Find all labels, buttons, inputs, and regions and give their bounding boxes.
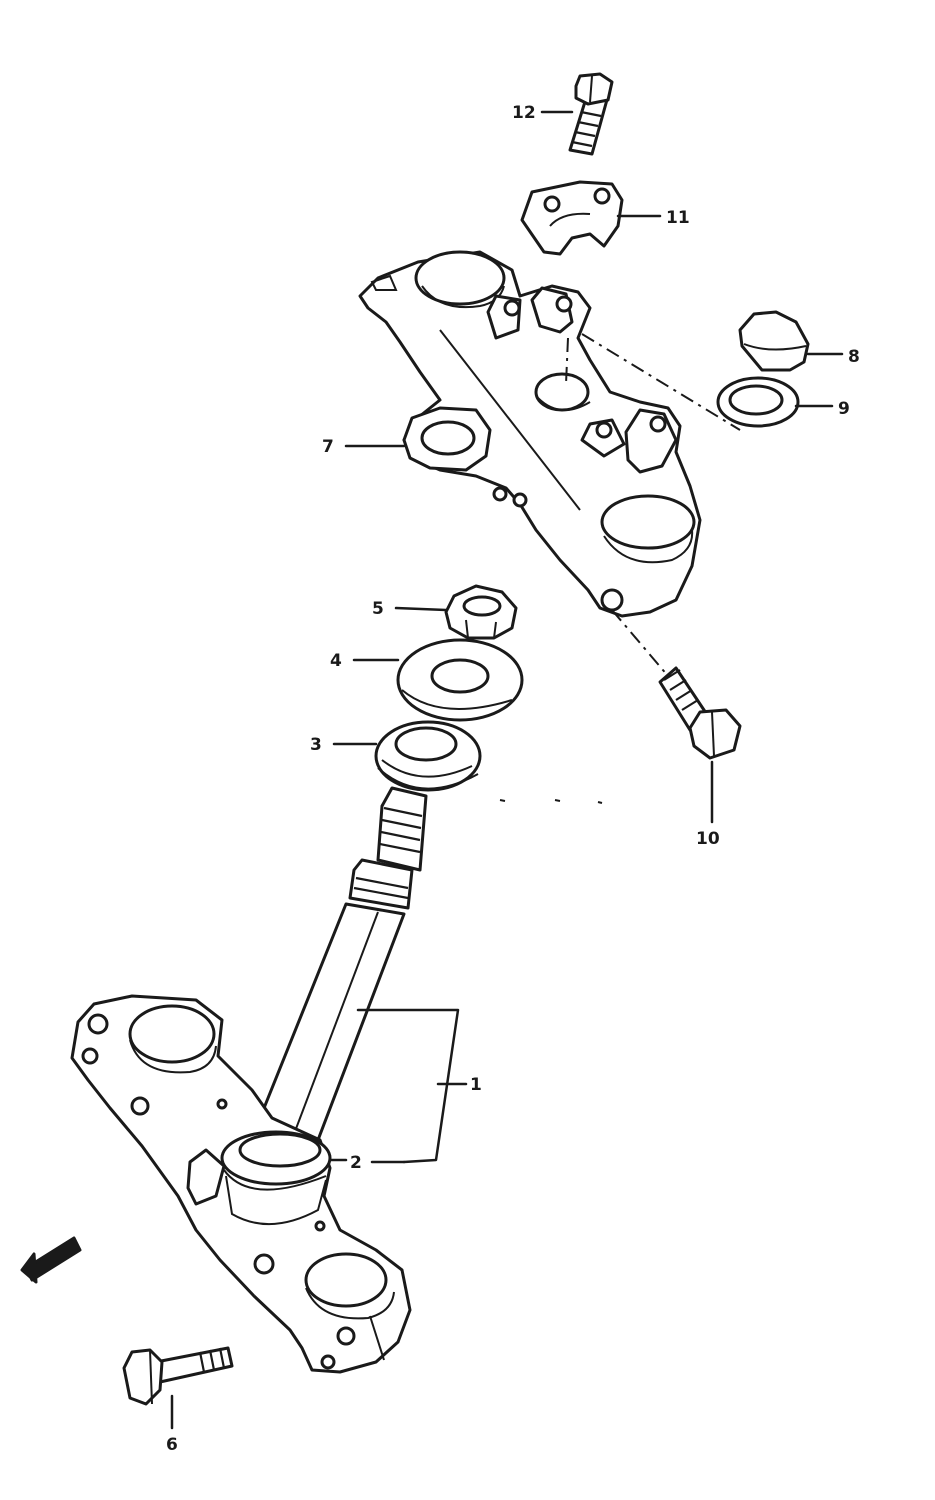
callout-10-label: 10 — [696, 829, 720, 849]
callouts: 12 11 8 9 7 5 4 3 10 1 2 6 — [166, 103, 860, 1455]
callout-4-label: 4 — [330, 651, 342, 671]
lower-bracket-part — [70, 994, 412, 1374]
stem-nut-part — [444, 584, 518, 640]
callout-6-label: 6 — [166, 1435, 178, 1455]
callout-12-label: 12 — [512, 103, 536, 123]
cap-nut-part — [738, 310, 810, 372]
small-washer-part — [716, 376, 800, 428]
callout-9-label: 9 — [838, 399, 850, 419]
handlebar-holder-part — [520, 180, 624, 256]
callout-11-label: 11 — [666, 208, 690, 228]
callout-7-label: 7 — [322, 437, 334, 457]
lower-clamp-bolt-part — [122, 1346, 234, 1406]
callout-1-label: 1 — [470, 1075, 482, 1095]
callout-2-label: 2 — [350, 1153, 362, 1173]
washer-part — [396, 638, 524, 722]
callout-8-label: 8 — [848, 347, 860, 367]
upper-bearing-part — [374, 720, 482, 792]
holder-bolt-part — [568, 72, 614, 156]
callout-3-label: 3 — [310, 735, 322, 755]
steering-stem-part — [254, 786, 428, 1142]
upper-clamp-bolt-part — [658, 666, 742, 760]
front-direction-icon — [20, 1236, 82, 1284]
upper-bracket-part — [358, 250, 702, 618]
callout-5-label: 5 — [372, 599, 384, 619]
